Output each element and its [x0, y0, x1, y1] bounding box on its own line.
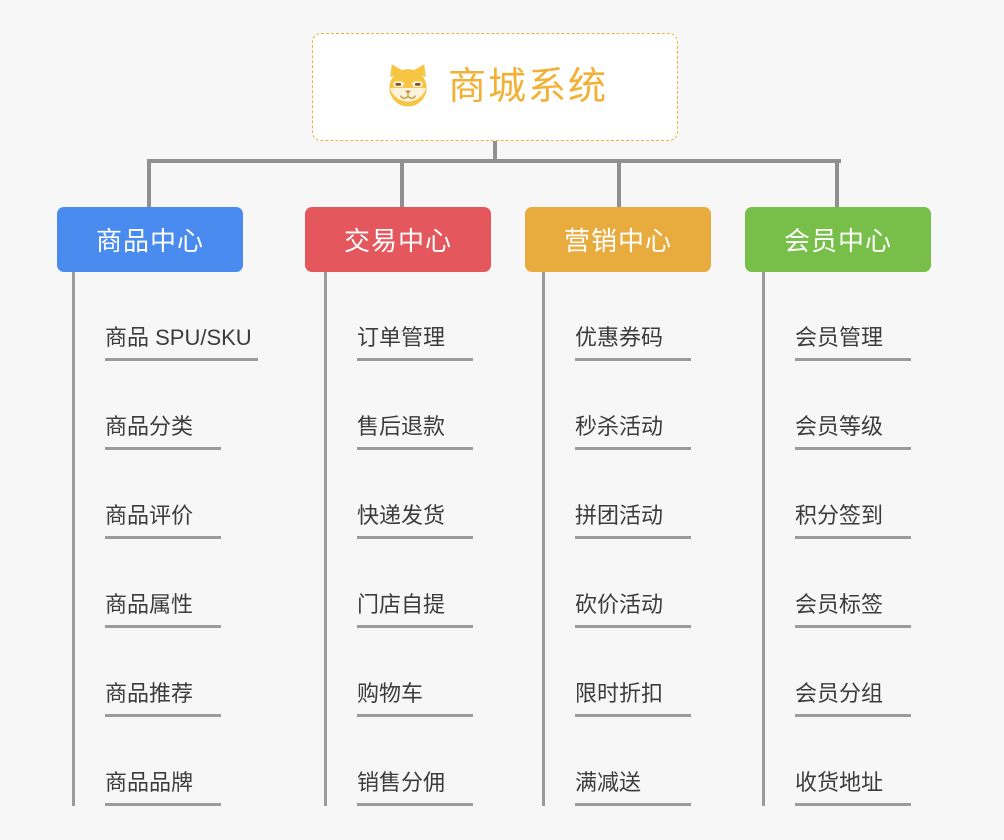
- leaf-item[interactable]: 收货地址: [762, 717, 911, 806]
- leaf-column-1: 商品 SPU/SKU 商品分类商品评价商品属性商品推荐商品品牌: [72, 272, 258, 806]
- leaf-item[interactable]: 积分签到: [762, 450, 911, 539]
- leaf-label: 快递发货: [357, 505, 473, 539]
- connector-bus: [149, 159, 841, 163]
- connector-drop-2: [400, 159, 404, 208]
- leaf-label: 收货地址: [795, 772, 911, 806]
- leaf-label: 会员管理: [795, 327, 911, 361]
- leaf-spine: [324, 272, 327, 806]
- leaf-label: 订单管理: [357, 327, 473, 361]
- leaf-item[interactable]: 商品 SPU/SKU: [72, 272, 258, 361]
- leaf-item[interactable]: 商品分类: [72, 361, 258, 450]
- leaf-column-3: 优惠券码秒杀活动拼团活动砍价活动限时折扣满减送: [542, 272, 691, 806]
- leaf-label: 售后退款: [357, 416, 473, 450]
- leaf-item[interactable]: 优惠券码: [542, 272, 691, 361]
- leaf-label: 商品评价: [105, 505, 221, 539]
- leaf-label: 会员等级: [795, 416, 911, 450]
- leaf-column-4: 会员管理会员等级积分签到会员标签会员分组收货地址: [762, 272, 911, 806]
- connector-drop-4: [835, 159, 839, 208]
- leaf-item[interactable]: 会员等级: [762, 361, 911, 450]
- leaf-item[interactable]: 满减送: [542, 717, 691, 806]
- leaf-item[interactable]: 商品推荐: [72, 628, 258, 717]
- leaf-label: 商品分类: [105, 416, 221, 450]
- dog-face-icon: [389, 64, 427, 107]
- leaf-label: 优惠券码: [575, 327, 691, 361]
- leaf-spine: [72, 272, 75, 806]
- leaf-label: 积分签到: [795, 505, 911, 539]
- leaf-label: 拼团活动: [575, 505, 691, 539]
- leaf-label: 购物车: [357, 683, 473, 717]
- leaf-label: 秒杀活动: [575, 416, 691, 450]
- branch-label: 交易中心: [343, 226, 452, 256]
- leaf-label: 会员分组: [795, 683, 911, 717]
- leaf-item[interactable]: 砍价活动: [542, 539, 691, 628]
- branch-node-2[interactable]: 交易中心: [305, 207, 491, 272]
- branch-node-1[interactable]: 商品中心: [57, 207, 243, 272]
- branch-label: 商品中心: [95, 226, 204, 256]
- leaf-label: 商品 SPU/SKU: [105, 327, 258, 361]
- leaf-item[interactable]: 商品品牌: [72, 717, 258, 806]
- leaf-label: 门店自提: [357, 594, 473, 628]
- leaf-item[interactable]: 商品属性: [72, 539, 258, 628]
- leaf-item[interactable]: 订单管理: [324, 272, 473, 361]
- leaf-label: 砍价活动: [575, 594, 691, 628]
- branch-node-4[interactable]: 会员中心: [745, 207, 931, 272]
- leaf-item[interactable]: 商品评价: [72, 450, 258, 539]
- leaf-column-2: 订单管理售后退款快递发货门店自提购物车销售分佣: [324, 272, 473, 806]
- leaf-item[interactable]: 拼团活动: [542, 450, 691, 539]
- leaf-label: 会员标签: [795, 594, 911, 628]
- leaf-label: 满减送: [575, 772, 691, 806]
- leaf-item[interactable]: 门店自提: [324, 539, 473, 628]
- leaf-label: 商品属性: [105, 594, 221, 628]
- branch-label: 营销中心: [563, 226, 672, 256]
- leaf-item[interactable]: 会员分组: [762, 628, 911, 717]
- branch-label: 会员中心: [783, 226, 892, 256]
- leaf-item[interactable]: 快递发货: [324, 450, 473, 539]
- leaf-spine: [542, 272, 545, 806]
- leaf-item[interactable]: 会员管理: [762, 272, 911, 361]
- connector-drop-1: [147, 159, 151, 208]
- leaf-item[interactable]: 秒杀活动: [542, 361, 691, 450]
- root-node[interactable]: 商城系统: [312, 33, 678, 141]
- leaf-item[interactable]: 会员标签: [762, 539, 911, 628]
- root-title: 商城系统: [447, 66, 608, 108]
- branch-node-3[interactable]: 营销中心: [525, 207, 711, 272]
- connector-drop-3: [617, 159, 621, 208]
- leaf-item[interactable]: 购物车: [324, 628, 473, 717]
- leaf-label: 商品品牌: [105, 772, 221, 806]
- connector-root-stem: [493, 141, 497, 162]
- leaf-item[interactable]: 销售分佣: [324, 717, 473, 806]
- leaf-item[interactable]: 售后退款: [324, 361, 473, 450]
- leaf-spine: [762, 272, 765, 806]
- leaf-label: 商品推荐: [105, 683, 221, 717]
- leaf-label: 销售分佣: [357, 772, 473, 806]
- leaf-label: 限时折扣: [575, 683, 691, 717]
- leaf-item[interactable]: 限时折扣: [542, 628, 691, 717]
